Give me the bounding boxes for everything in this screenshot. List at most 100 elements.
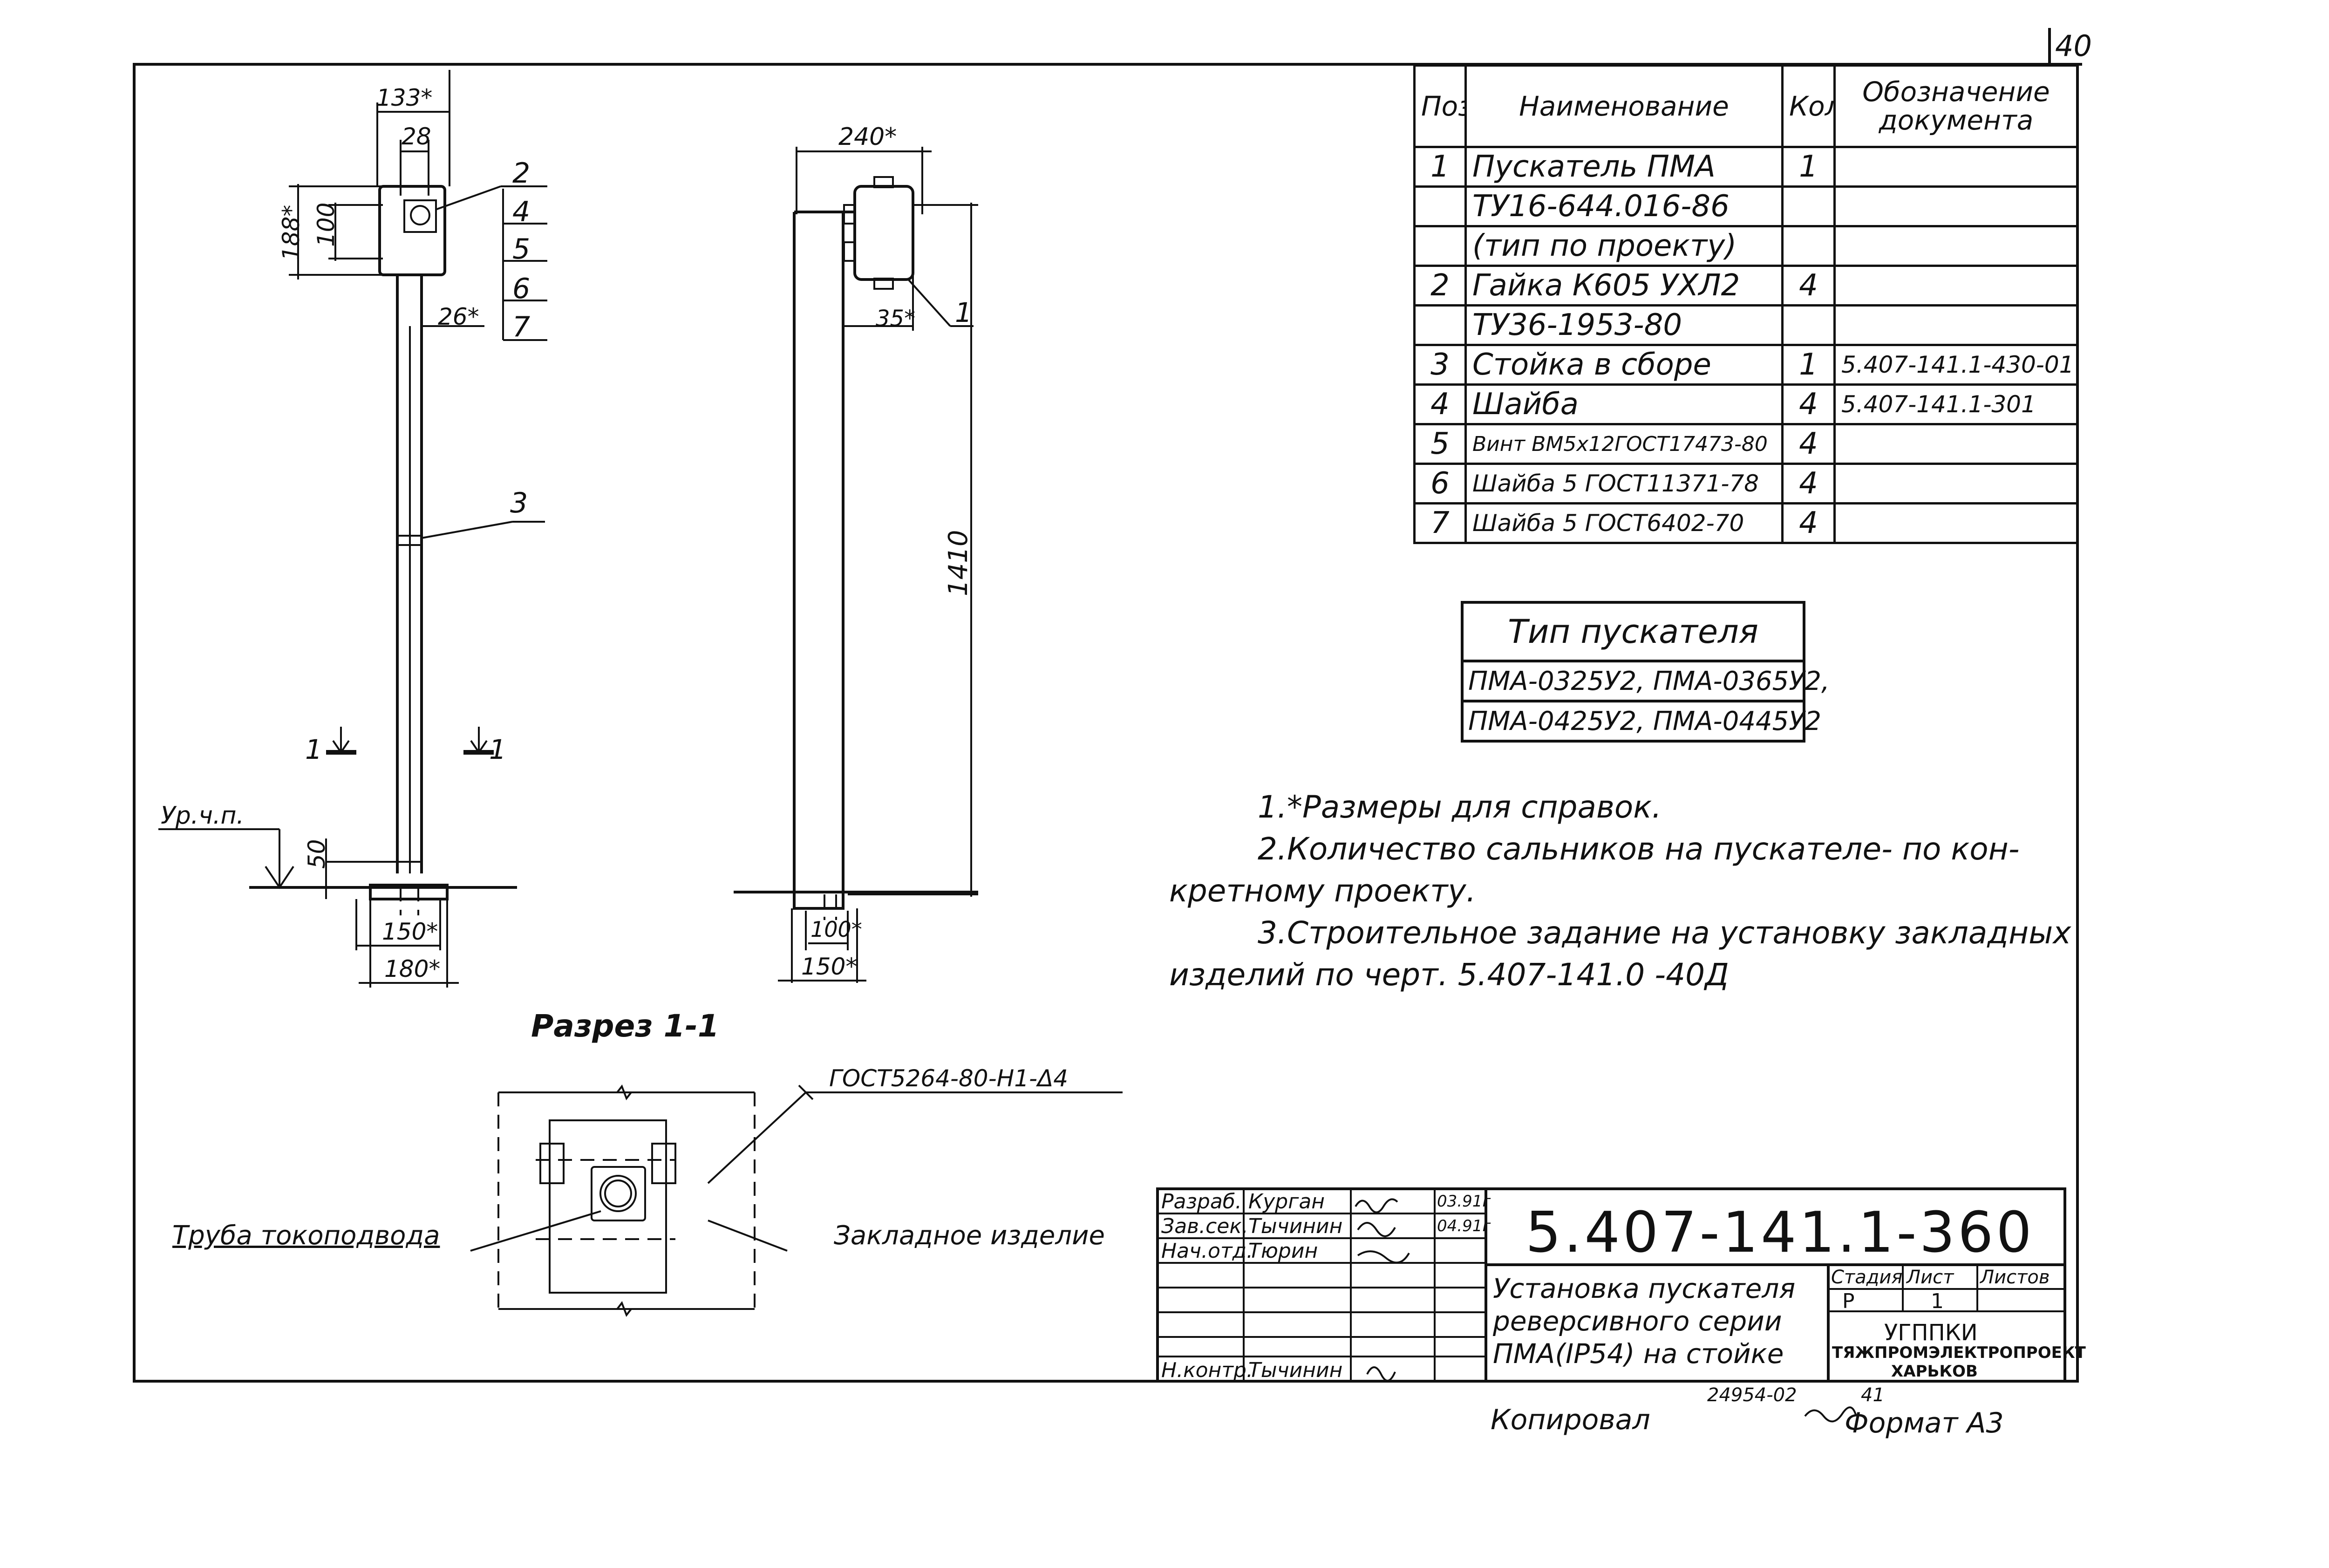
side-callout-1: 1 xyxy=(955,297,972,328)
callout-4: 4 xyxy=(512,196,531,228)
spec-pos xyxy=(1413,225,1467,267)
spec-name: Шайба 5 ГОСТ11371-78 xyxy=(1464,463,1784,504)
side-dim-base-inner: 100* xyxy=(810,917,862,942)
copied-label: Копировал xyxy=(1491,1404,1650,1436)
spec-doc xyxy=(1833,463,2079,504)
starter-type-title: Тип пускателя xyxy=(1461,601,1805,662)
spec-doc: 5.407-141.1-430-01 xyxy=(1833,344,2079,386)
spec-qty xyxy=(1781,185,1836,227)
spec-qty: 4 xyxy=(1781,463,1836,504)
note-1: 1.*Размеры для справок. xyxy=(1258,789,1662,825)
sheet-frame xyxy=(133,63,2079,1383)
archive-sheet: 41 xyxy=(1861,1384,1885,1406)
spec-pos xyxy=(1413,304,1467,346)
spec-qty: 1 xyxy=(1781,146,1836,188)
stamp-name: Курган xyxy=(1248,1190,1325,1213)
front-dim-height-box: 188* xyxy=(278,205,305,261)
front-dim-width-top: 133* xyxy=(376,84,433,111)
spec-doc xyxy=(1833,185,2079,227)
archive-number: 24954-02 xyxy=(1707,1384,1797,1406)
note-2-line-1: 2.Количество сальников на пускателе- по … xyxy=(1258,831,2020,867)
org-line-1: УГППКИ xyxy=(1884,1320,1978,1346)
callout-3: 3 xyxy=(510,487,528,519)
stage-header: Стадия xyxy=(1831,1267,1903,1288)
front-dim-gap: 26* xyxy=(438,303,479,330)
format-label: Формат А3 xyxy=(1845,1407,2004,1439)
spec-qty: 4 xyxy=(1781,502,1836,544)
title-block: Разраб. Курган 03.91г Зав.сек. Тычинин 0… xyxy=(1158,1189,2086,1382)
spec-qty xyxy=(1781,225,1836,267)
stamp-role: Н.контр. xyxy=(1161,1358,1253,1382)
stamp-name: Тычинин xyxy=(1248,1358,1343,1382)
spec-name: Шайба 5 ГОСТ6402-70 xyxy=(1464,502,1784,544)
spec-doc xyxy=(1833,502,2079,544)
drawing-title-line: Установка пускателя xyxy=(1493,1273,1796,1304)
drawing-title-line: реверсивного серии xyxy=(1493,1305,1782,1337)
label-pipe: Труба токоподвода xyxy=(172,1220,440,1251)
spec-doc xyxy=(1833,146,2079,188)
spec-name: ТУ16-644.016-86 xyxy=(1464,185,1784,227)
spec-qty xyxy=(1781,304,1836,346)
note-3-line-1: 3.Строительное задание на установку закл… xyxy=(1258,915,2071,951)
ground-level-label: Ур.ч.п. xyxy=(161,802,245,830)
spec-doc xyxy=(1833,225,2079,267)
stamp-role: Нач.отд. xyxy=(1161,1239,1253,1263)
side-dim-width-top: 240* xyxy=(838,123,897,151)
spec-qty: 1 xyxy=(1781,344,1836,386)
stamp-name: Тюрин xyxy=(1248,1239,1318,1263)
spec-header-qty: Кол. xyxy=(1781,64,1836,148)
stamp-role: Зав.сек. xyxy=(1161,1214,1248,1238)
spec-pos: 3 xyxy=(1413,344,1467,386)
spec-pos: 4 xyxy=(1413,383,1467,425)
spec-name: Пускатель ПМА xyxy=(1464,146,1784,188)
spec-name: Гайка К605 УХЛ2 xyxy=(1464,265,1784,307)
spec-header-row: Поз. Наименование Кол. Обозначение докум… xyxy=(1413,64,2079,148)
note-3-line-2: изделий по черт. 5.407-141.0 -40Д xyxy=(1169,957,1729,993)
sheet-value: 1 xyxy=(1931,1289,1944,1313)
section-mark-left: 1 xyxy=(305,734,322,765)
spec-doc xyxy=(1833,304,2079,346)
spec-row: (тип по проекту) xyxy=(1413,225,2079,267)
spec-pos: 6 xyxy=(1413,463,1467,504)
spec-row: ТУ16-644.016-86 xyxy=(1413,185,2079,227)
spec-header-doc: Обозначение документа xyxy=(1833,64,2079,148)
spec-pos: 1 xyxy=(1413,146,1467,188)
spec-doc xyxy=(1833,265,2079,307)
spec-table: Поз. Наименование Кол. Обозначение докум… xyxy=(1413,64,2079,544)
stamp-date: 04.91г xyxy=(1437,1217,1491,1235)
org-line-3: ХАРЬКОВ xyxy=(1891,1362,1978,1381)
starter-type-row: ПМА-0325У2, ПМА-0365У2, xyxy=(1461,660,1830,702)
callout-2: 2 xyxy=(512,157,531,190)
side-dim-base-outer: 150* xyxy=(801,953,858,980)
section-mark-right: 1 xyxy=(489,734,506,765)
spec-name: Винт ВМ5х12ГОСТ17473-80 xyxy=(1464,423,1784,465)
sheet-header: Лист xyxy=(1907,1267,1954,1288)
weld-note: ГОСТ5264-80-Н1-Δ4 xyxy=(829,1065,1069,1092)
drawing-title-line: ПМА(IP54) на стойке xyxy=(1493,1338,1784,1370)
side-view xyxy=(734,147,978,983)
spec-pos: 5 xyxy=(1413,423,1467,465)
callout-7: 7 xyxy=(512,311,531,343)
stage-value: Р xyxy=(1842,1289,1855,1313)
callout-6: 6 xyxy=(512,273,531,305)
spec-name: ТУ36-1953-80 xyxy=(1464,304,1784,346)
front-dim-height-inner: 100 xyxy=(313,202,340,247)
side-dim-offset: 35* xyxy=(876,306,916,332)
spec-pos: 2 xyxy=(1413,265,1467,307)
spec-name: Шайба xyxy=(1464,383,1784,425)
label-embed: Закладное изделие xyxy=(834,1220,1105,1251)
side-dim-height: 1410 xyxy=(943,530,974,596)
starter-type-table: Тип пускателя ПМА-0325У2, ПМА-0365У2, ПМ… xyxy=(1461,601,1830,743)
spec-doc: 5.407-141.1-301 xyxy=(1833,383,2079,425)
front-dim-base-inner: 150* xyxy=(382,918,438,945)
stamp-name: Тычинин xyxy=(1248,1214,1343,1238)
front-dim-above-ground: 50 xyxy=(303,839,330,869)
